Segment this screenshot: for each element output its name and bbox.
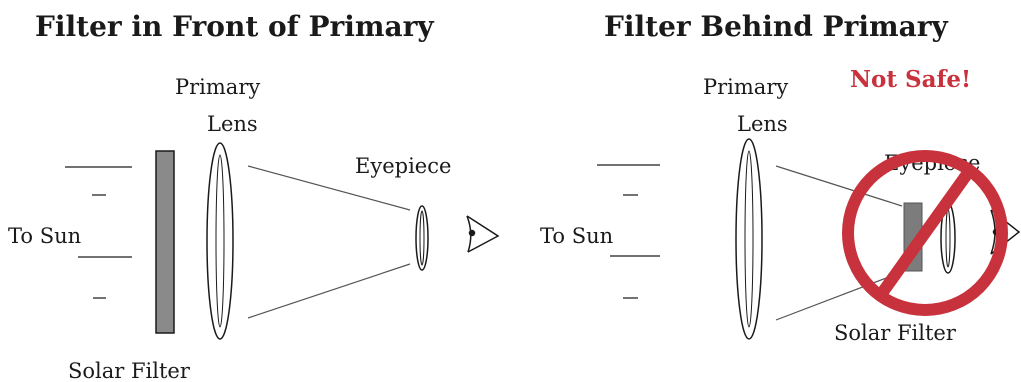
left-light-cone (247, 165, 411, 319)
right-title: Filter Behind Primary (604, 10, 949, 43)
right-light-cone (775, 165, 903, 321)
no-symbol-slash (875, 166, 975, 300)
left-primary-lens-label-2: Lens (207, 112, 258, 136)
eye-icon (466, 215, 500, 253)
right-primary-lens-label-2: Lens (737, 112, 788, 136)
right-panel: Filter Behind Primary Not Safe! To Sun P… (540, 10, 1021, 345)
left-title: Filter in Front of Primary (35, 10, 434, 43)
left-panel: Filter in Front of Primary To Sun Solar … (8, 10, 500, 382)
right-eyepiece-lens-inner (945, 208, 951, 268)
left-primary-lens-inner (215, 154, 225, 328)
not-safe-warning: Not Safe! (850, 66, 971, 93)
light-ray (247, 263, 411, 319)
left-sun-rays (65, 166, 132, 299)
left-primary-lens-label-1: Primary (175, 75, 260, 99)
left-eyepiece-lens (415, 205, 429, 271)
right-sun-rays (597, 164, 660, 299)
left-solar-filter-label: Solar Filter (68, 359, 191, 382)
light-ray (775, 271, 903, 321)
left-to-sun-label: To Sun (8, 224, 81, 248)
left-solar-filter (155, 150, 175, 334)
light-ray (247, 165, 411, 211)
left-eyepiece-lens-inner (419, 210, 425, 266)
right-to-sun-label: To Sun (540, 224, 613, 248)
left-eyepiece-label: Eyepiece (355, 154, 451, 178)
right-primary-lens-inner (744, 150, 754, 328)
no-symbol-icon (842, 150, 1008, 316)
right-primary-lens (735, 138, 763, 340)
right-primary-lens-label-1: Primary (703, 75, 788, 99)
no-symbol-ring (842, 150, 1008, 316)
right-solar-filter-label: Solar Filter (834, 321, 957, 345)
left-primary-lens (206, 142, 234, 340)
light-ray (775, 165, 903, 207)
